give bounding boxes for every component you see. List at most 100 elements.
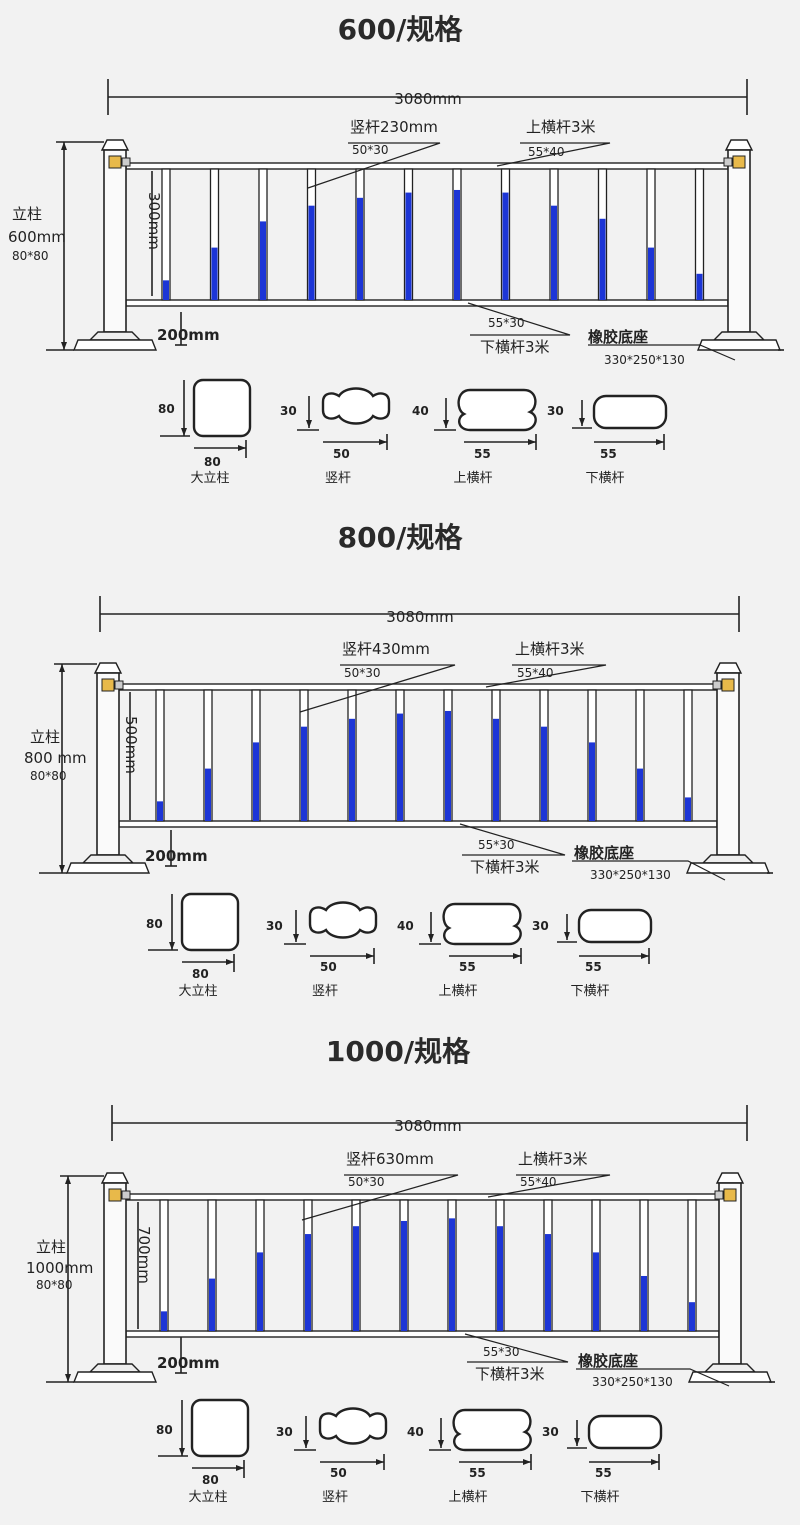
vertical-bar-size: 50*30 xyxy=(344,666,381,680)
section-title: 600/规格 xyxy=(338,13,464,46)
dimension-arrowhead xyxy=(656,439,664,445)
vertical-bar-blue-section xyxy=(349,718,355,821)
spec-section-1000: 1000/规格 3080mm 竖杆630mm 50*30 上横杆3米 55*40… xyxy=(0,1016,800,1524)
post-connector xyxy=(714,1190,724,1200)
profile-name-post: 大立柱 xyxy=(188,1490,227,1505)
post-profile xyxy=(192,378,252,438)
rubber-base xyxy=(685,862,771,874)
fence-drawing xyxy=(39,596,773,881)
top-rail xyxy=(125,162,729,170)
base-leader xyxy=(588,344,736,361)
post-label: 立柱 xyxy=(12,205,42,223)
post-size: 80*80 xyxy=(30,769,67,783)
profile-post-h: 80 xyxy=(146,917,163,931)
bottom-rail-label: 下横杆3米 xyxy=(470,858,540,876)
profile-name-vertical-bar: 竖杆 xyxy=(322,1490,348,1505)
profile-name-top-rail: 上横杆 xyxy=(448,1490,487,1505)
vertical-bar-blue-section xyxy=(449,1218,455,1331)
vertical-bar-blue-section xyxy=(157,801,163,821)
total-length-label: 3080mm xyxy=(394,90,461,108)
post-reflector xyxy=(732,155,746,169)
post-reflector xyxy=(101,678,115,692)
vertical-bar-leader xyxy=(307,142,441,189)
spec-section-600: 600/规格 3080mm 竖杆230mm 50*30 上横杆3米 55*40 … xyxy=(0,0,800,508)
vertical-bar-blue-section xyxy=(163,280,169,300)
post-label: 立柱 xyxy=(36,1238,66,1256)
top-rail xyxy=(125,1193,720,1201)
section-title: 800/规格 xyxy=(338,521,464,554)
top-rail-leader xyxy=(485,664,607,688)
top-rail-leader xyxy=(496,142,611,167)
vertical-bar-size: 50*30 xyxy=(352,143,389,157)
bottom-rail xyxy=(118,820,718,828)
vertical-bar-blue-section xyxy=(257,1252,263,1331)
bottom-rail xyxy=(125,1330,720,1338)
post-cap xyxy=(713,662,743,674)
vertical-bar-blue-section xyxy=(161,1311,167,1331)
post-profile xyxy=(180,892,240,952)
dimension-arrowhead xyxy=(61,142,67,150)
dimension-arrowhead xyxy=(428,934,434,942)
profile-bottomrail-h: 30 xyxy=(547,404,564,418)
vertical-bar-blue-section xyxy=(685,797,691,821)
bottom-rail-leader xyxy=(464,1333,569,1363)
profile-toprail-w: 55 xyxy=(474,447,491,461)
base-label: 橡胶底座 xyxy=(578,1352,638,1370)
base-label: 橡胶底座 xyxy=(588,328,648,346)
dimension-arrowhead xyxy=(366,953,374,959)
post-body xyxy=(716,672,740,856)
profile-toprail-w: 55 xyxy=(459,960,476,974)
vertical-bar-blue-section xyxy=(305,1234,311,1331)
post-size: 80*80 xyxy=(12,249,49,263)
profile-name-top-rail: 上横杆 xyxy=(438,984,477,999)
vertical-bar-blue-section xyxy=(648,247,654,300)
base-size: 330*250*130 xyxy=(590,868,671,882)
post-reflector xyxy=(723,1188,737,1202)
rubber-base xyxy=(696,339,782,351)
post-connector xyxy=(114,680,124,690)
dimension-arrowhead xyxy=(523,1459,531,1465)
rail-spacing-label: 700mm xyxy=(135,1226,153,1284)
vertical-bar-blue-section xyxy=(454,189,460,300)
post-body xyxy=(727,149,751,333)
bottom-rail-size: 55*30 xyxy=(483,1345,520,1359)
dimension-arrowhead xyxy=(169,942,175,950)
post-body xyxy=(103,149,127,333)
profile-post-h: 80 xyxy=(156,1423,173,1437)
dimension-arrowhead xyxy=(528,439,536,445)
vertical-bar-size: 50*30 xyxy=(348,1175,385,1189)
bottom-rail-profile xyxy=(592,394,668,430)
vertical-bar-leader xyxy=(301,1174,459,1221)
vertical-bar-blue-section xyxy=(637,768,643,821)
rubber-base-top xyxy=(712,331,766,341)
vertical-bar-blue-section xyxy=(641,1275,647,1331)
dimension-arrowhead xyxy=(376,1459,384,1465)
dimension-arrowhead xyxy=(65,1176,71,1184)
post-connector xyxy=(121,1190,131,1200)
dimension-arrowhead xyxy=(59,664,65,672)
dimension-arrowhead xyxy=(651,1459,659,1465)
profile-bottomrail-w: 55 xyxy=(585,960,602,974)
vertical-bar-blue-section xyxy=(493,718,499,821)
profile-vbar-h: 30 xyxy=(280,404,297,418)
dimension-arrowhead xyxy=(306,420,312,428)
bottom-rail-leader xyxy=(467,302,571,336)
vertical-bar-profile xyxy=(321,387,391,425)
dimension-arrowhead xyxy=(181,428,187,436)
vertical-bar-profile xyxy=(308,901,378,939)
vertical-bar-blue-section xyxy=(353,1226,359,1331)
profile-name-post: 大立柱 xyxy=(190,471,229,486)
vertical-bar-label: 竖杆630mm xyxy=(346,1150,434,1168)
vertical-bar-blue-section xyxy=(253,742,259,821)
dimension-arrowhead xyxy=(226,959,234,965)
vertical-bar-blue-section xyxy=(405,192,412,300)
ground-gap-label: 200mm xyxy=(145,847,208,865)
post-body xyxy=(96,672,120,856)
profile-name-post: 大立柱 xyxy=(178,984,217,999)
profile-toprail-w: 55 xyxy=(469,1466,486,1480)
profile-post-w: 80 xyxy=(204,455,221,469)
vertical-bar-blue-section xyxy=(308,205,315,300)
profile-post-h: 80 xyxy=(158,402,175,416)
top-rail-label: 上横杆3米 xyxy=(515,640,585,658)
